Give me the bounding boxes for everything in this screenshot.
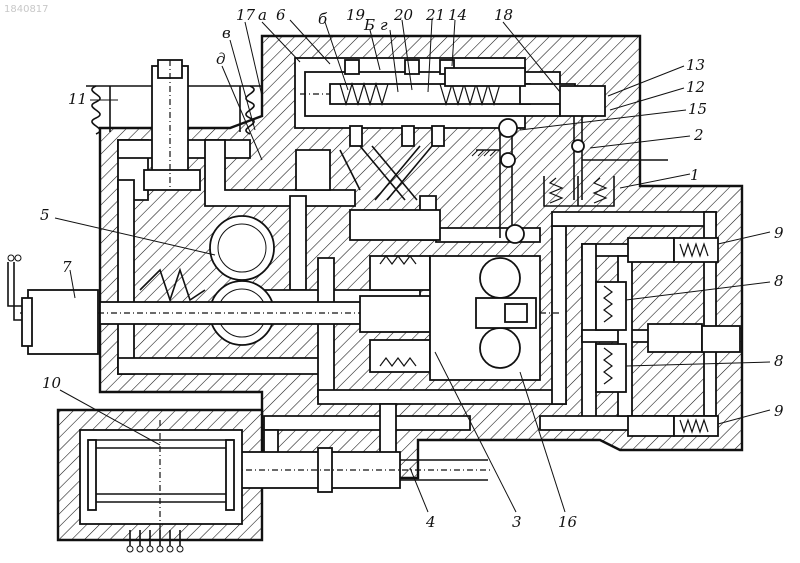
motor-7 xyxy=(8,255,98,354)
label-11: 11 xyxy=(68,90,87,108)
label-B: Б xyxy=(363,16,375,34)
label-17: 17 xyxy=(236,6,256,24)
label-13: 13 xyxy=(686,56,705,74)
label-a: а xyxy=(258,6,267,24)
label-20: 20 xyxy=(393,6,414,24)
label-10: 10 xyxy=(42,374,62,392)
label-9-upper: 9 xyxy=(774,224,784,242)
label-9-lower: 9 xyxy=(774,402,784,420)
label-12: 12 xyxy=(686,78,705,96)
watermark-text: 1840817 xyxy=(4,4,49,15)
label-4: 4 xyxy=(425,513,436,531)
label-5: 5 xyxy=(40,206,50,224)
label-19: 19 xyxy=(346,6,366,24)
label-8-lower: 8 xyxy=(774,352,784,370)
label-2: 2 xyxy=(693,126,704,144)
label-6: 6 xyxy=(276,6,286,24)
label-v: в xyxy=(222,24,231,42)
label-16: 16 xyxy=(558,513,578,531)
label-d: д xyxy=(216,50,226,68)
label-18: 18 xyxy=(494,6,513,24)
label-1: 1 xyxy=(690,166,700,184)
label-g: г xyxy=(380,16,388,34)
label-8-upper: 8 xyxy=(774,272,784,290)
actuator-4 xyxy=(220,448,490,492)
label-7: 7 xyxy=(62,258,72,276)
label-21: 21 xyxy=(425,6,445,24)
label-14: 14 xyxy=(448,6,467,24)
label-6b: б xyxy=(318,10,328,28)
label-3: 3 xyxy=(512,513,522,531)
label-15: 15 xyxy=(688,100,707,118)
